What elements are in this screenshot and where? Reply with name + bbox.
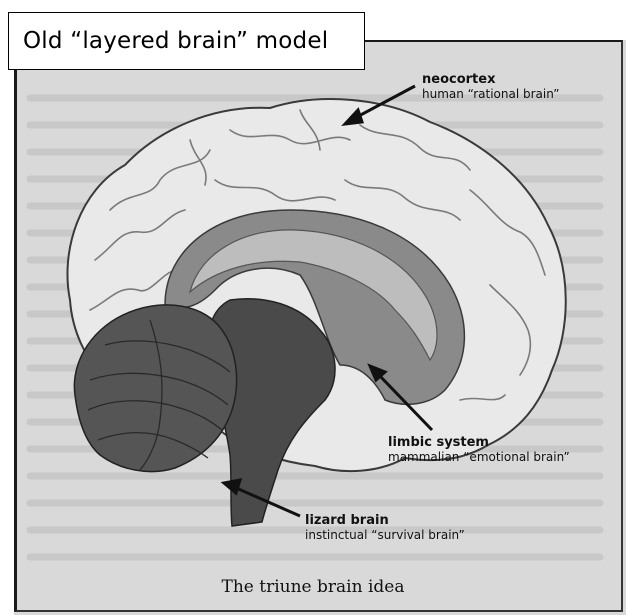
lizard-label-sub: instinctual “survival brain” (305, 528, 465, 543)
lizard-label-head: lizard brain (305, 513, 465, 528)
lizard-label: lizard brain instinctual “survival brain… (305, 513, 465, 543)
limbic-label-sub: mammalian “emotional brain” (388, 450, 570, 465)
title-box: Old “layered brain” model (8, 12, 365, 70)
diagram-title: Old “layered brain” model (9, 28, 328, 54)
limbic-label: limbic system mammalian “emotional brain… (388, 435, 570, 465)
lizard-arrowhead (224, 480, 240, 493)
diagram-caption: The triune brain idea (0, 577, 626, 597)
neocortex-label-head: neocortex (422, 72, 559, 87)
neocortex-label-sub: human “rational brain” (422, 87, 559, 102)
neocortex-label: neocortex human “rational brain” (422, 72, 559, 102)
limbic-label-head: limbic system (388, 435, 570, 450)
